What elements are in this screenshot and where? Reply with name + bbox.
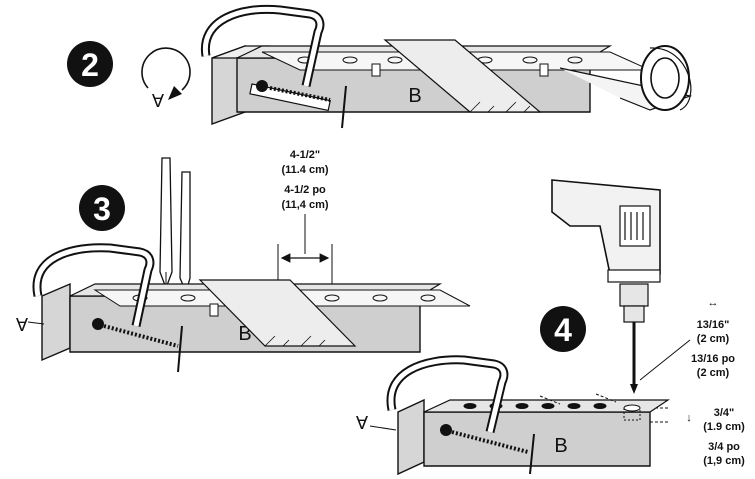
spacing-cm: (11.4 cm) <box>281 164 328 176</box>
step-2-badge: 2 <box>67 41 113 87</box>
ruler <box>198 279 357 347</box>
step-2-label-b: B <box>408 85 421 107</box>
step-4-panel: 4 ↔ 13/16" (2 cm) 13/16 po (2 cm) ↓ 3/4"… <box>356 179 745 476</box>
depth-symbol-icon: ↓ <box>686 412 692 424</box>
depth-cm-fr: (1,9 cm) <box>703 455 745 467</box>
depth-cm: (1.9 cm) <box>703 421 745 433</box>
drill-size-inches-fr: 13/16 po <box>691 353 735 365</box>
drill-size-cm-fr: (2 cm) <box>697 367 730 379</box>
step-4-label-b: B <box>554 435 567 457</box>
drill-icon <box>551 179 661 394</box>
step-2-panel: 2 A B <box>67 4 693 129</box>
step-3-badge: 3 <box>79 185 125 231</box>
ruler <box>383 39 542 113</box>
step-4-number: 4 <box>554 312 572 348</box>
c-clamp <box>386 355 535 475</box>
drill-size-cm: (2 cm) <box>697 333 730 345</box>
width-symbol-icon: ↔ <box>708 297 719 309</box>
spacing-inches-fr: 4-1/2 po <box>284 184 326 196</box>
step-2-number: 2 <box>81 47 99 83</box>
step-3-label-a: A <box>16 314 28 334</box>
pencil-icons <box>159 157 191 294</box>
board-a: A <box>16 282 71 362</box>
depth-inches: 3/4" <box>714 407 735 419</box>
step-2-label-a: A <box>152 90 164 110</box>
drill-leader-line <box>639 339 691 381</box>
rotate-arrow-icon <box>141 47 191 100</box>
step-4-label-a: A <box>356 412 368 432</box>
step-3-number: 3 <box>93 191 111 227</box>
c-clamp <box>32 243 183 373</box>
board-b: B <box>423 393 670 467</box>
tape-roll-icon <box>559 45 693 111</box>
spacing-cm-fr: (11,4 cm) <box>281 199 328 211</box>
drill-size-inches: 13/16" <box>697 319 730 331</box>
spacing-inches: 4-1/2" <box>290 149 320 161</box>
step-4-badge: 4 <box>540 306 586 352</box>
c-clamp <box>200 4 347 129</box>
depth-inches-fr: 3/4 po <box>708 441 740 453</box>
step-3-panel: 3 4-1/2" (11.4 cm) 4-1/2 po (11,4 cm) A <box>16 149 471 373</box>
board-a: A <box>356 398 425 476</box>
